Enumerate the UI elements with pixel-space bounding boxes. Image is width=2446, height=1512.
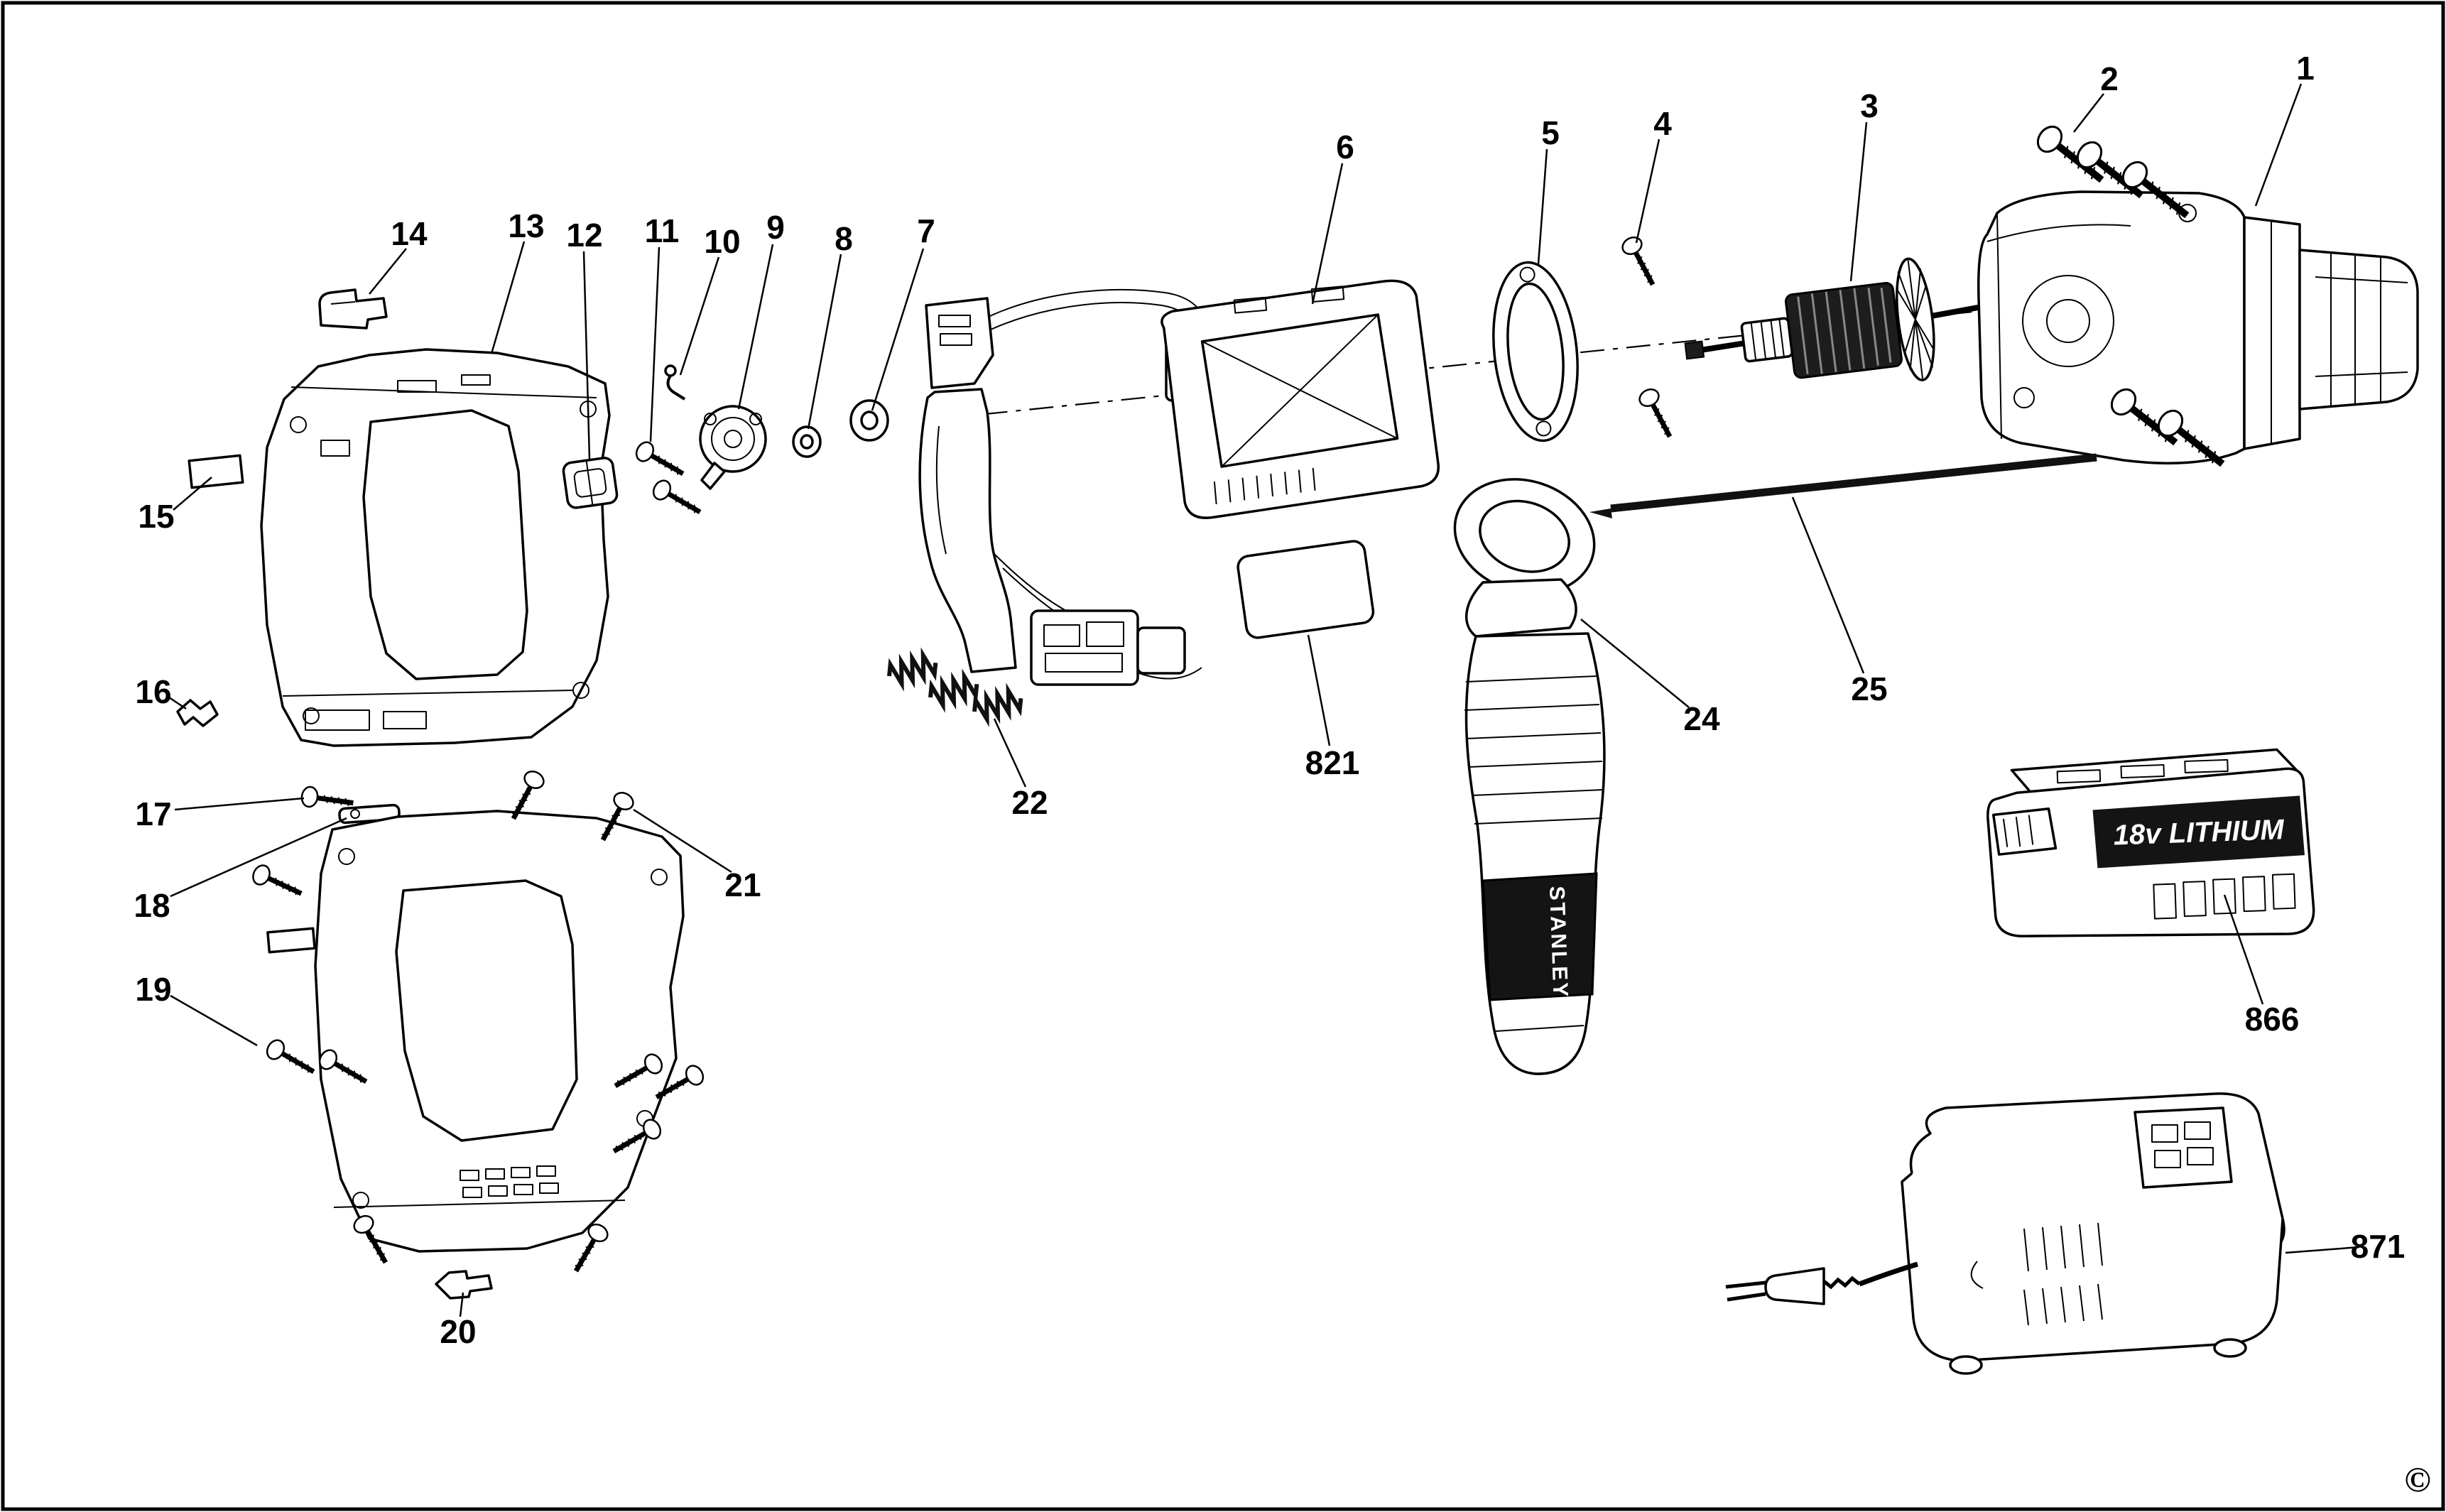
part-11-screws [633, 439, 705, 521]
callout-17: 17 [135, 795, 171, 832]
screw-icon [250, 863, 305, 903]
part-871-charger [1725, 1092, 2285, 1375]
leader-line-6 [1311, 163, 1344, 305]
battery-label-text: 18v LITHIUM [2113, 814, 2285, 851]
callout-9: 9 [766, 209, 785, 246]
leader-line-8 [807, 254, 842, 430]
callout-12: 12 [566, 217, 602, 254]
leader-line-2 [2073, 93, 2104, 133]
spring-icon [972, 688, 1024, 722]
leader-line-5 [1537, 148, 1548, 265]
callout-7: 7 [917, 212, 935, 249]
leader-line-12 [582, 251, 591, 459]
leader-line-21 [633, 808, 732, 874]
callout-15: 15 [138, 498, 174, 535]
callout-871: 871 [2351, 1228, 2406, 1265]
part-14-clip [318, 288, 388, 330]
part-13-housing-upper-half [260, 348, 611, 747]
callout-24: 24 [1683, 700, 1720, 737]
screw-icon [633, 439, 687, 482]
callout-18: 18 [134, 887, 170, 924]
callout-2: 2 [2100, 60, 2119, 97]
leader-line-13 [490, 241, 526, 354]
part-1-gear-housing [1977, 190, 2419, 464]
part-24-side-handle: STANLEY [1453, 478, 1606, 1075]
part-housing-lower-half [266, 810, 685, 1253]
callout-16: 16 [135, 673, 171, 710]
callout-10: 10 [704, 223, 740, 260]
callout-21: 21 [724, 866, 761, 903]
leader-line-11 [649, 246, 661, 442]
part-25-depth-rod [1589, 453, 2097, 518]
part-15-label-plate [187, 454, 244, 489]
leader-line-19 [170, 994, 258, 1047]
leader-line-24 [1580, 619, 1690, 708]
leader-line-17 [174, 797, 305, 811]
screw-icon [1636, 386, 1678, 442]
leader-line-22 [993, 718, 1027, 788]
screw-icon [1619, 234, 1661, 290]
callout-8: 8 [835, 220, 853, 257]
part-4-screws [1619, 234, 1678, 442]
callout-3: 3 [1860, 87, 1879, 124]
part-9-retainer [699, 405, 767, 490]
part-866-battery: 18v LITHIUM [1986, 748, 2315, 937]
leader-line-10 [679, 256, 720, 376]
leader-line-866 [2223, 894, 2264, 1005]
switch-wiring-assembly [918, 288, 1223, 686]
part-19-screw [263, 1037, 318, 1080]
leader-line-1 [2254, 83, 2303, 207]
callout-4: 4 [1653, 105, 1672, 142]
part-8-washer [792, 425, 822, 458]
screw-icon [650, 477, 705, 521]
copyright-symbol: © [2404, 1459, 2430, 1499]
callout-11: 11 [645, 212, 680, 249]
part-3-armature [1684, 257, 2001, 381]
leader-line-3 [1849, 121, 1868, 282]
callout-866: 866 [2245, 1001, 2300, 1038]
callout-22: 22 [1011, 784, 1048, 821]
leader-line-871 [2285, 1246, 2360, 1254]
callout-25: 25 [1851, 670, 1887, 707]
leader-line-821 [1307, 634, 1331, 746]
leader-line-25 [1791, 496, 1865, 674]
callout-20: 20 [440, 1313, 476, 1350]
callout-6: 6 [1336, 129, 1354, 165]
part-10-pin [664, 364, 686, 401]
leader-line-15 [173, 477, 212, 511]
leader-line-7 [871, 248, 925, 411]
leader-line-20 [459, 1292, 464, 1317]
leader-line-14 [369, 248, 407, 295]
callout-layer: 1234567891011121314151617181920212224258… [134, 50, 2405, 1350]
part-821-label [1236, 540, 1375, 639]
callout-19: 19 [135, 971, 171, 1008]
callout-5: 5 [1541, 114, 1560, 151]
leader-line-18 [170, 817, 347, 898]
callout-821: 821 [1305, 744, 1360, 781]
leader-line-9 [737, 244, 774, 410]
part-20-clip [435, 1270, 493, 1300]
callout-14: 14 [391, 215, 428, 252]
callout-13: 13 [508, 207, 544, 244]
part-12-bushing [562, 457, 619, 509]
part-6-field-stator [1161, 279, 1440, 519]
part-16-clip [176, 699, 219, 727]
part-5-gasket [1492, 261, 1579, 442]
handle-brand-text: STANLEY [1545, 886, 1572, 999]
part-7-washer [849, 399, 889, 442]
callout-1: 1 [2296, 50, 2315, 87]
leader-line-16 [168, 696, 187, 710]
leader-line-4 [1635, 138, 1660, 244]
